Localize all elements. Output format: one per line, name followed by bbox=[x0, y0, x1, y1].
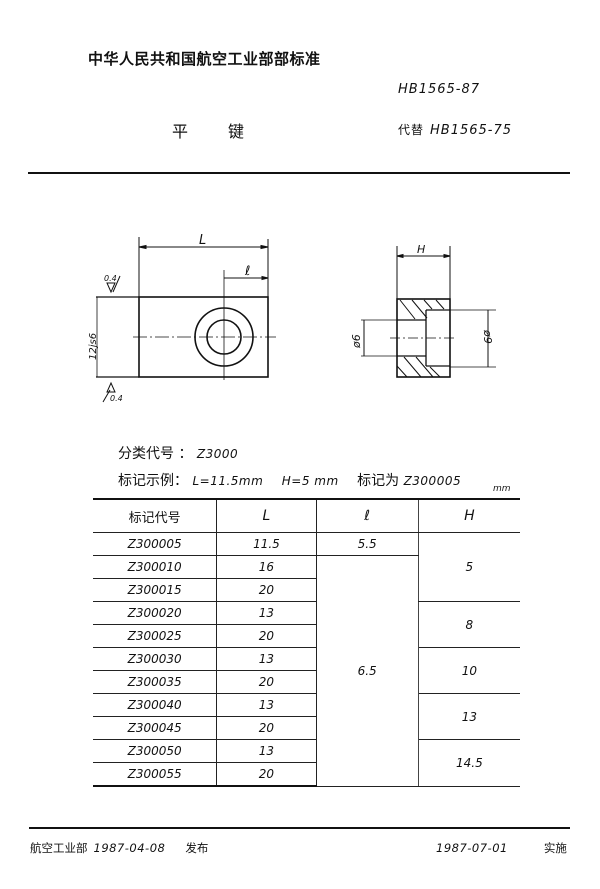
cell-L: 11.5 bbox=[216, 532, 317, 556]
effective-date: 1987-07-01 bbox=[436, 841, 508, 855]
example-mark: Z300005 bbox=[403, 474, 462, 488]
issue-label: 发布 bbox=[185, 841, 209, 855]
cell-L: 13 bbox=[216, 647, 317, 671]
issuer: 航空工业部 bbox=[30, 841, 88, 855]
cell-code: Z300010 bbox=[93, 555, 218, 579]
unit-label: mm bbox=[493, 484, 511, 494]
roughness-top: 0.4 bbox=[104, 274, 117, 283]
dim-H-label: H bbox=[417, 243, 425, 256]
class-code-line: 分类代号 ： Z3000 bbox=[118, 446, 239, 462]
example-mark-label: 标记为 bbox=[357, 473, 400, 489]
footer-effective: 1987-07-01 实施 bbox=[436, 840, 567, 856]
cell-code: Z300035 bbox=[93, 670, 218, 694]
cell-H-merged: 5 bbox=[418, 532, 520, 602]
dim-L-label: L bbox=[199, 233, 206, 248]
cell-H-merged: 14.5 bbox=[418, 739, 520, 787]
class-code-value: Z3000 bbox=[196, 447, 239, 461]
replaces-number: HB1565-75 bbox=[430, 123, 513, 138]
table-row: Z300005 11.5 5.5 5 bbox=[93, 532, 520, 602]
table-row: Z300020 13 8 bbox=[93, 601, 520, 648]
key-drawing: L ℓ H 0.4 0.4 12js6 ø6 ø9 bbox=[88, 233, 496, 403]
table-row: Z300040 13 13 bbox=[93, 693, 520, 740]
dia-outer-label: ø9 bbox=[481, 329, 494, 344]
cell-L: 20 bbox=[216, 578, 317, 602]
cell-H-merged: 13 bbox=[418, 693, 520, 740]
cell-code: Z300020 bbox=[93, 601, 218, 625]
marking-example-line: 标记示例： L=11.5mm H=5 mm 标记为 Z300005 bbox=[118, 470, 461, 490]
example-label: 标记示例： bbox=[118, 473, 188, 489]
header-L: L bbox=[216, 498, 317, 533]
replaces-standard: 代替 HB1565-75 bbox=[398, 121, 512, 138]
cell-L: 13 bbox=[216, 739, 317, 763]
outer-bore-circle bbox=[194, 307, 254, 367]
table-row: Z300055 20 bbox=[93, 762, 520, 787]
effective-label: 实施 bbox=[543, 841, 567, 855]
cell-code: Z300015 bbox=[93, 578, 218, 602]
table-row: Z300045 20 bbox=[93, 716, 520, 740]
fit-label: 12js6 bbox=[88, 333, 99, 360]
example-H: H=5 mm bbox=[281, 474, 339, 488]
class-code-label: 分类代号 bbox=[118, 446, 174, 462]
example-L: L=11.5mm bbox=[192, 474, 264, 488]
dim-l-label: ℓ bbox=[244, 264, 250, 279]
header-code: 标记代号 bbox=[93, 498, 218, 533]
standard-number: HB1565-87 bbox=[398, 82, 481, 97]
table-row: Z300010 16 6.5 bbox=[93, 555, 520, 787]
table-row: Z300030 13 10 bbox=[93, 647, 520, 694]
document-title: 平键 bbox=[172, 122, 285, 141]
table-row: Z300050 13 14.5 bbox=[93, 739, 520, 787]
cell-l-merged: 6.5 bbox=[316, 555, 419, 787]
cell-L: 20 bbox=[216, 670, 317, 694]
footer-issue: 航空工业部 1987-04-08 发布 bbox=[30, 840, 208, 856]
replaces-label: 代替 bbox=[398, 123, 425, 137]
spec-table: 标记代号 L ℓ H Z300005 11.5 5.5 5 Z300010 16… bbox=[93, 498, 520, 787]
organization-title: 中华人民共和国航空工业部部标准 bbox=[88, 50, 321, 68]
cell-code: Z300045 bbox=[93, 716, 218, 740]
table-row: Z300015 20 bbox=[93, 578, 520, 602]
cell-L: 20 bbox=[216, 762, 317, 787]
header-l: ℓ bbox=[316, 498, 419, 533]
header-divider bbox=[28, 172, 570, 174]
cell-code: Z300025 bbox=[93, 624, 218, 648]
cell-L: 13 bbox=[216, 693, 317, 717]
cell-H-merged: 8 bbox=[418, 601, 520, 648]
cell-code: Z300005 bbox=[93, 532, 218, 556]
header-H: H bbox=[418, 498, 520, 533]
issue-date: 1987-04-08 bbox=[93, 841, 166, 855]
cell-H-merged: 10 bbox=[418, 647, 520, 694]
table-header-row: 标记代号 L ℓ H bbox=[93, 498, 520, 533]
cell-code: Z300050 bbox=[93, 739, 218, 763]
roughness-bottom: 0.4 bbox=[110, 394, 123, 403]
table-row: Z300035 20 bbox=[93, 670, 520, 694]
footer-divider bbox=[29, 827, 570, 829]
cell-L: 13 bbox=[216, 601, 317, 625]
cell-code: Z300030 bbox=[93, 647, 218, 671]
cell-code: Z300055 bbox=[93, 762, 218, 787]
cell-L: 20 bbox=[216, 716, 317, 740]
cell-L: 20 bbox=[216, 624, 317, 648]
cell-l: 5.5 bbox=[316, 532, 419, 556]
cell-code: Z300040 bbox=[93, 693, 218, 717]
dia-inner-label: ø6 bbox=[350, 334, 363, 349]
section-hatching bbox=[396, 299, 445, 378]
inner-bore-circle bbox=[206, 319, 242, 355]
cell-L: 16 bbox=[216, 555, 317, 579]
